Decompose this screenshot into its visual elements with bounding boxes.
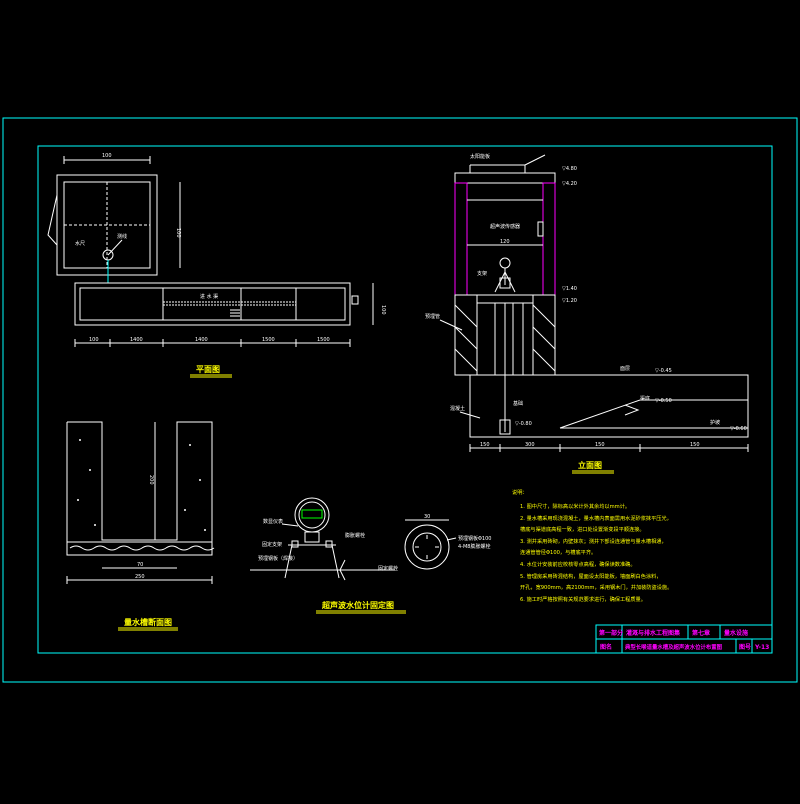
detail-view: 数显仪表 固定支架 膨胀螺栓 预埋钢板（焊接） 30 预埋钢板Φ100 4-M8… <box>250 497 491 614</box>
elev-bottom-left: 混凝土 <box>450 405 465 412</box>
detail-bracket-label: 固定支架 <box>262 541 282 548</box>
elevation-view: ▽4.80 ▽4.20 ▽1.40 ▽1.20 ▽-0.45 ▽-0.80 ▽-… <box>425 153 749 474</box>
plan-cable-label: 测线 <box>117 233 127 240</box>
plan-channel-label: 进 水 渠 <box>200 293 218 300</box>
detail-base-label: 预埋钢板（焊接） <box>258 555 298 562</box>
elev-6: ▽-0.60 <box>730 426 747 432</box>
tb-drawing-title: 典型长喉道量水槽及超声波水位计布置图 <box>625 643 723 651</box>
elev-worker-label: 支架 <box>477 270 487 277</box>
elev-right-label: 面层 <box>620 366 630 372</box>
plan-dim-2: 1400 <box>195 337 208 343</box>
elev-inner-width: 120 <box>500 239 510 245</box>
plan-view-title: 平面图 <box>196 365 220 374</box>
tb-part: 第一部分 <box>598 629 623 637</box>
note-line-6: 5. 管理房采用砖混结构，屋面设太阳能板，墙面刷白色涂料， <box>520 572 661 580</box>
elevation-view-title: 立面图 <box>578 460 602 470</box>
note-line-3: 3. 测井采用砖砌，内壁抹灰；测井下部设连通管与量水槽相通， <box>520 537 667 545</box>
detail-bolt-label: 膨胀螺栓 <box>345 532 365 539</box>
elev-5: ▽-0.80 <box>515 421 532 427</box>
detail-circle-top: 30 <box>424 514 430 520</box>
elev-4: ▽-0.45 <box>655 368 672 374</box>
note-line-1: 2. 量水槽采用现浇混凝土，量水槽内表面需用水泥砂浆抹平压光， <box>520 514 672 522</box>
detail-view-title: 超声波水位计固定图 <box>321 600 394 610</box>
elev-bottom-mid: 基础 <box>513 400 523 407</box>
plan-dim-4: 1500 <box>317 337 330 343</box>
section-view: 200 70 250 量水槽断面图 <box>66 421 215 631</box>
detail-top-label: 数显仪表 <box>263 518 283 525</box>
tb-chapter: 第七章 <box>691 629 710 637</box>
elev-7: ▽-0.50 <box>655 398 672 404</box>
section-total-dim: 250 <box>135 574 145 580</box>
tb-name-label: 图名 <box>600 643 612 651</box>
plan-channel-dim: 100 <box>380 305 386 315</box>
elev-0: ▽4.80 <box>562 166 577 172</box>
elev-dim-0: 150 <box>480 442 490 448</box>
note-line-0: 1. 图中尺寸，除标高以米计外其余均以mm计。 <box>520 502 630 510</box>
detail-circle-right1: 预埋钢板Φ100 <box>458 535 491 542</box>
elev-2: ▽1.40 <box>562 286 577 292</box>
plan-right-dim: 100 <box>175 228 181 238</box>
note-line-8: 6. 施工时严格按照有关规范要求进行，确保工程质量。 <box>520 595 646 603</box>
elev-top-label: 太阳能板 <box>470 153 490 160</box>
tb-section: 量水设施 <box>724 629 748 637</box>
tb-no-label: 图号 <box>739 643 751 651</box>
note-line-2: 槽底与渠道底高程一致，进口处设置渐变段平顺连接。 <box>520 525 645 533</box>
section-height-dim: 200 <box>148 475 154 485</box>
detail-circle-right2: 4-M8膨胀螺栓 <box>458 543 490 550</box>
elev-dim-2: 150 <box>595 442 605 448</box>
detail-circle-left: 固定螺栓 <box>378 565 398 572</box>
section-inner-dim: 70 <box>137 562 143 568</box>
notes-heading: 说明： <box>512 488 528 496</box>
elev-slope-label: 渠底 <box>640 395 650 402</box>
inner-frame <box>37 145 773 654</box>
note-line-7: 开孔，宽900mm，高2100mm，采用钢木门，并加装防盗设施。 <box>520 583 672 591</box>
plan-dim-3: 1500 <box>262 337 275 343</box>
plan-dim-1: 1400 <box>130 337 143 343</box>
tb-series: 灌溉与排水工程图集 <box>626 629 681 637</box>
elev-bottom-right: 护坡 <box>710 419 720 426</box>
elev-dim-3: 150 <box>690 442 700 448</box>
plan-top-dim: 100 <box>102 153 112 159</box>
outer-frame <box>2 117 798 683</box>
section-view-title: 量水槽断面图 <box>124 617 172 627</box>
elev-equipment-label: 超声波传感器 <box>490 223 520 230</box>
tb-drawing-no: Y-13 <box>754 644 769 651</box>
plan-pipe-label: 水尺 <box>75 240 85 247</box>
elev-dim-1: 300 <box>525 442 535 448</box>
title-block: 第一部分 灌溉与排水工程图集 第七章 量水设施 图名 典型长喉道量水槽及超声波水… <box>595 624 773 654</box>
note-line-4: 连通管管径Φ100，与槽底平齐。 <box>520 548 596 556</box>
note-line-5: 4. 水位计安装前应校核零点高程，确保读数准确。 <box>520 560 636 568</box>
plan-dim-0: 100 <box>89 337 99 343</box>
elev-left-label: 预埋管 <box>425 313 440 320</box>
elev-3: ▽1.20 <box>562 298 577 304</box>
notes-block: 说明： 1. 图中尺寸，除标高以米计外其余均以mm计。 2. 量水槽采用现浇混凝… <box>512 488 672 603</box>
elev-1: ▽4.20 <box>562 181 577 187</box>
plan-view: 100 100 水尺 测线 进 水 渠 100 100 1400 1400 15… <box>47 153 386 378</box>
